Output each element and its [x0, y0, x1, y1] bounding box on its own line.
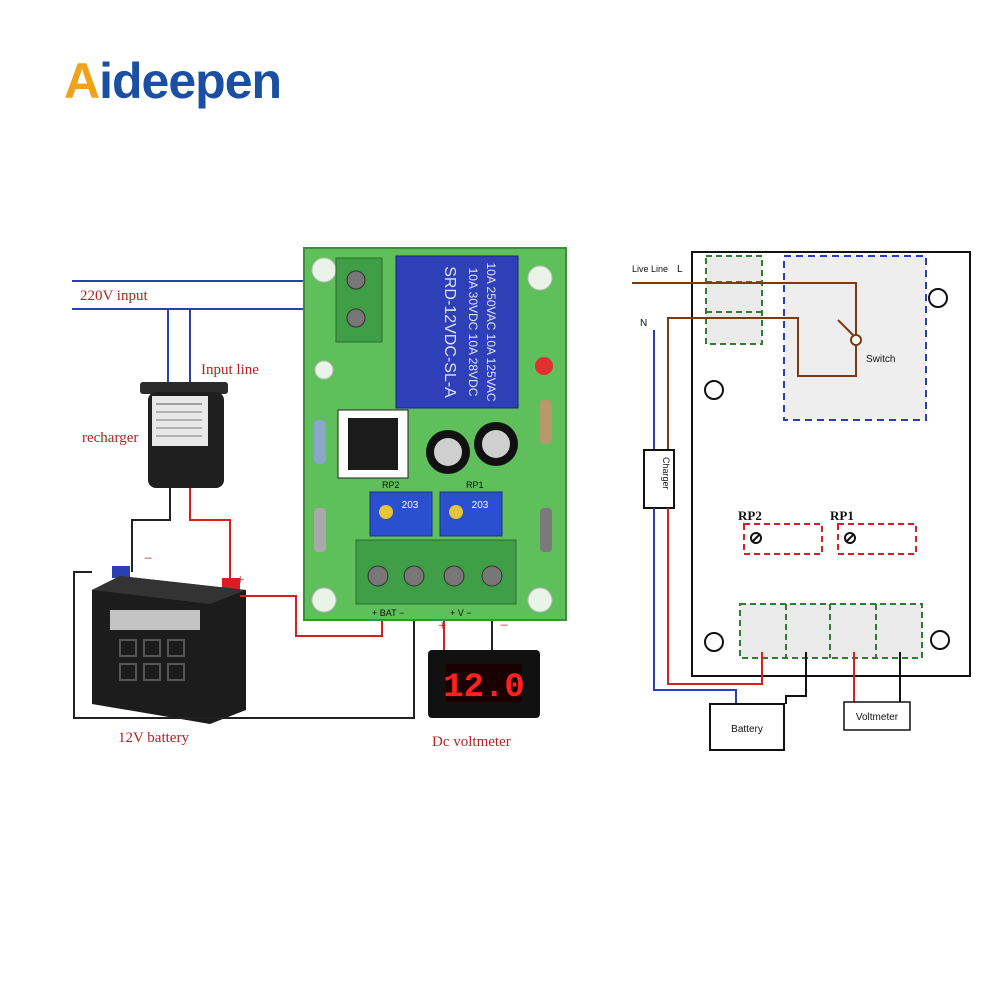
pot-rp2: 203 RP2 [369, 480, 433, 537]
label-battery-minus: − [144, 551, 152, 567]
schematic-input-terminal [705, 255, 763, 345]
label-input-line: Input line [201, 362, 259, 378]
label-volt-plus: + [438, 618, 446, 634]
relay-text-1: 10A 250VAC 10A 125VAC [484, 263, 498, 402]
label-rp1: RP1 [830, 508, 854, 523]
pcb-board: 10A 250VAC 10A 125VAC 10A 30VDC 10A 28VD… [303, 247, 567, 621]
schematic-mains-wires [632, 282, 862, 450]
brand-logo: Aideepen [64, 52, 282, 110]
logo-letter-a: A [64, 53, 100, 109]
label-battery: Battery [731, 724, 763, 735]
label-rp2-board: RP2 [382, 480, 400, 490]
label-switch: Switch [866, 354, 895, 365]
label-rp2: RP2 [738, 508, 762, 523]
logo-rest: ideepen [99, 53, 282, 109]
pot-rp2-code: 203 [402, 500, 419, 511]
label-battery-plus: + [236, 572, 244, 588]
label-rp1-board: RP1 [466, 480, 484, 490]
terminal-bat-label: + BAT − [372, 608, 404, 618]
schematic-charger: Charger [643, 449, 675, 509]
recharger-adapter [140, 382, 228, 488]
battery-12v [92, 566, 246, 724]
label-voltmeter: Voltmeter [856, 712, 899, 723]
relay-text-2: 10A 30VDC 10A 28VDC [466, 268, 480, 397]
schematic-pots: RP2 RP1 [738, 508, 917, 555]
label-dc-voltmeter: Dc voltmeter [432, 734, 511, 750]
relay: 10A 250VAC 10A 125VAC 10A 30VDC 10A 28VD… [395, 255, 519, 409]
label-live-line: Live Line [632, 264, 668, 274]
label-neutral-letter: N [640, 318, 647, 329]
schematic-battery: Battery [709, 703, 785, 751]
dc-voltmeter: 12.0 [428, 650, 540, 718]
label-220v-input: 220V input [80, 288, 148, 304]
label-live-letter: L [677, 264, 683, 275]
schematic-output-terminal [739, 603, 923, 659]
label-charger: Charger [661, 457, 671, 490]
recharger-output-wires [131, 488, 231, 580]
schematic-output-wires [653, 508, 901, 704]
pot-rp1: 203 RP1 [439, 480, 503, 537]
label-volt-minus: − [500, 618, 508, 634]
label-12v-battery: 12V battery [118, 730, 189, 746]
terminal-v-label: + V − [450, 608, 472, 618]
schematic-voltmeter: Voltmeter [843, 701, 911, 731]
relay-text-3: SRD-12VDC-SL-A [441, 266, 458, 398]
pot-rp1-code: 203 [472, 500, 489, 511]
voltmeter-reading: 12.0 [443, 669, 525, 707]
mains-wires [72, 280, 305, 383]
label-recharger: recharger [82, 430, 138, 446]
